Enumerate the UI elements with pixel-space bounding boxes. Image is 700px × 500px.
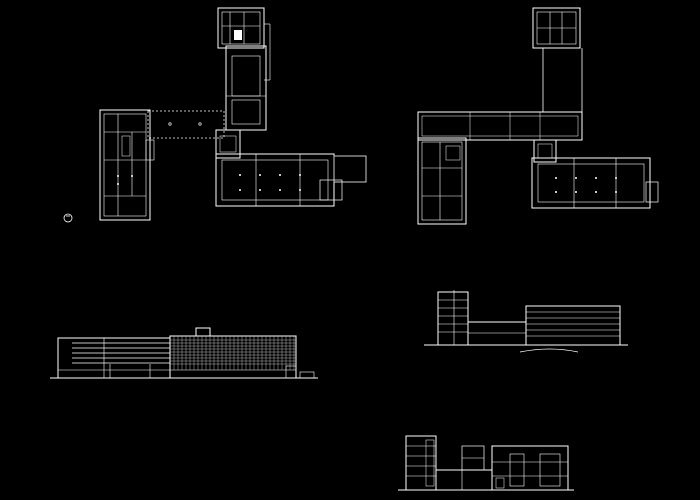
north-arrow-icon <box>63 213 73 223</box>
elev1-glass-curtain <box>169 335 297 379</box>
plan1-bridge <box>147 110 225 139</box>
plan1-spine <box>225 45 267 131</box>
plan1-tower <box>217 7 265 49</box>
plan-ground-floor <box>99 7 367 221</box>
plan2-bridge <box>417 111 583 141</box>
elevation-long <box>50 327 318 379</box>
plan2-west-wing <box>417 137 467 225</box>
section <box>398 435 574 491</box>
elev2-workshop-block <box>525 305 621 346</box>
plan2-east-wing <box>531 157 651 209</box>
elevation-short <box>424 290 628 353</box>
plan-upper-floor <box>417 7 659 225</box>
plan2-tower <box>532 7 581 49</box>
plan1-west-wing <box>99 109 151 221</box>
elev2-tower <box>437 291 469 346</box>
